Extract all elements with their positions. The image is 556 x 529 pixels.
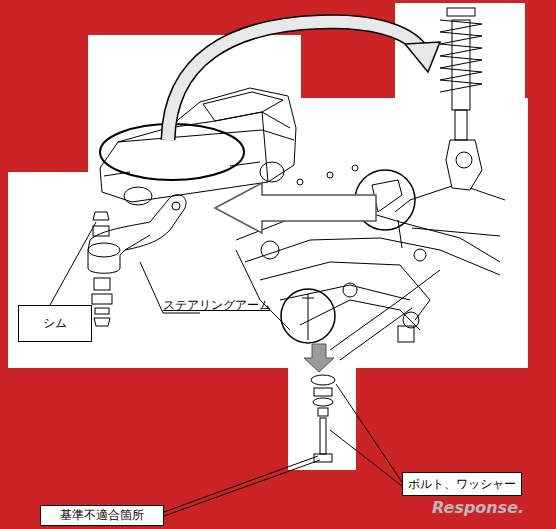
- steering-arm-drawing: [93, 212, 109, 220]
- steering-arm-drawing: [92, 294, 112, 304]
- steering-arm-drawing: [94, 278, 110, 290]
- left-arrow: [215, 183, 376, 233]
- strut-assembly: [440, 20, 482, 92]
- bolt-drawing: [320, 418, 326, 454]
- label-box: シム: [18, 305, 92, 342]
- strut-assembly: [456, 152, 472, 168]
- suspension-drawing: [398, 326, 414, 342]
- suspension-drawing: [343, 283, 357, 297]
- white-panel: [8, 3, 528, 470]
- curved-arrow: [168, 22, 420, 140]
- suspension-drawing: [340, 308, 412, 360]
- bolt-drawing: [314, 388, 332, 396]
- down-arrow: [304, 344, 334, 372]
- down-arrow: [304, 344, 334, 372]
- strut-assembly: [455, 110, 467, 140]
- label-box: 基準不適合箇所: [40, 505, 164, 526]
- white-panel: [288, 366, 356, 470]
- curved-arrow: [168, 22, 440, 140]
- suspension-drawing: [297, 179, 303, 185]
- box-text: シム: [43, 316, 67, 330]
- left-arrow: [215, 183, 376, 233]
- label-box: ボルト、ワッシャー: [402, 472, 522, 496]
- steering-arm-drawing: [94, 318, 110, 326]
- bolt-drawing: [311, 375, 335, 462]
- strut-assembly: [452, 20, 470, 110]
- steering-arm-drawing: [88, 243, 120, 257]
- suspension-drawing: [352, 165, 358, 171]
- car-drawing: [260, 162, 284, 182]
- white-panel: [224, 98, 528, 368]
- curved-arrow: [168, 22, 420, 140]
- suspension-drawing: [261, 241, 279, 259]
- curved-arrow: [405, 42, 440, 72]
- suspension-drawing: [414, 249, 426, 261]
- car-drawing: [100, 88, 296, 205]
- suspension-drawing: [236, 250, 290, 330]
- white-panel: [8, 172, 236, 368]
- leader-line: [336, 384, 402, 482]
- suspension-drawing: [327, 172, 333, 178]
- part-label: ステアリングアーム: [163, 298, 271, 312]
- steering-arm-drawing: [95, 308, 109, 314]
- car-drawing: [168, 112, 290, 128]
- bolt-drawing: [311, 375, 335, 385]
- car-drawing: [262, 112, 268, 182]
- suspension-drawing: [280, 285, 410, 300]
- strut-assembly: [447, 8, 475, 16]
- box-text: 基準不適合箇所: [60, 508, 144, 522]
- strut-assembly: [395, 8, 505, 212]
- suspension-drawing: [398, 220, 500, 248]
- steering-arm-drawing: [125, 235, 150, 250]
- suspension-drawing: [245, 238, 500, 275]
- leader-line: [50, 222, 96, 305]
- steering-arm-drawing: [88, 195, 186, 274]
- strut-assembly: [446, 140, 482, 190]
- leader-line: [164, 456, 320, 516]
- box-text: ボルト、ワッシャー: [408, 477, 516, 491]
- bolt-drawing: [313, 398, 333, 406]
- watermark: Response.: [432, 498, 524, 517]
- car-drawing: [100, 88, 296, 202]
- suspension-drawing: [330, 270, 440, 350]
- leader-line: [330, 430, 402, 486]
- strut-assembly: [395, 186, 505, 212]
- leader-line: [50, 222, 402, 516]
- steering-arm-drawing: [172, 202, 180, 210]
- car-drawing: [118, 130, 294, 142]
- suspension-drawing: [302, 294, 314, 340]
- car-drawing: [124, 187, 152, 205]
- suspension-drawing: [260, 262, 430, 320]
- bolt-drawing: [318, 408, 328, 416]
- suspension-drawing: [281, 289, 335, 343]
